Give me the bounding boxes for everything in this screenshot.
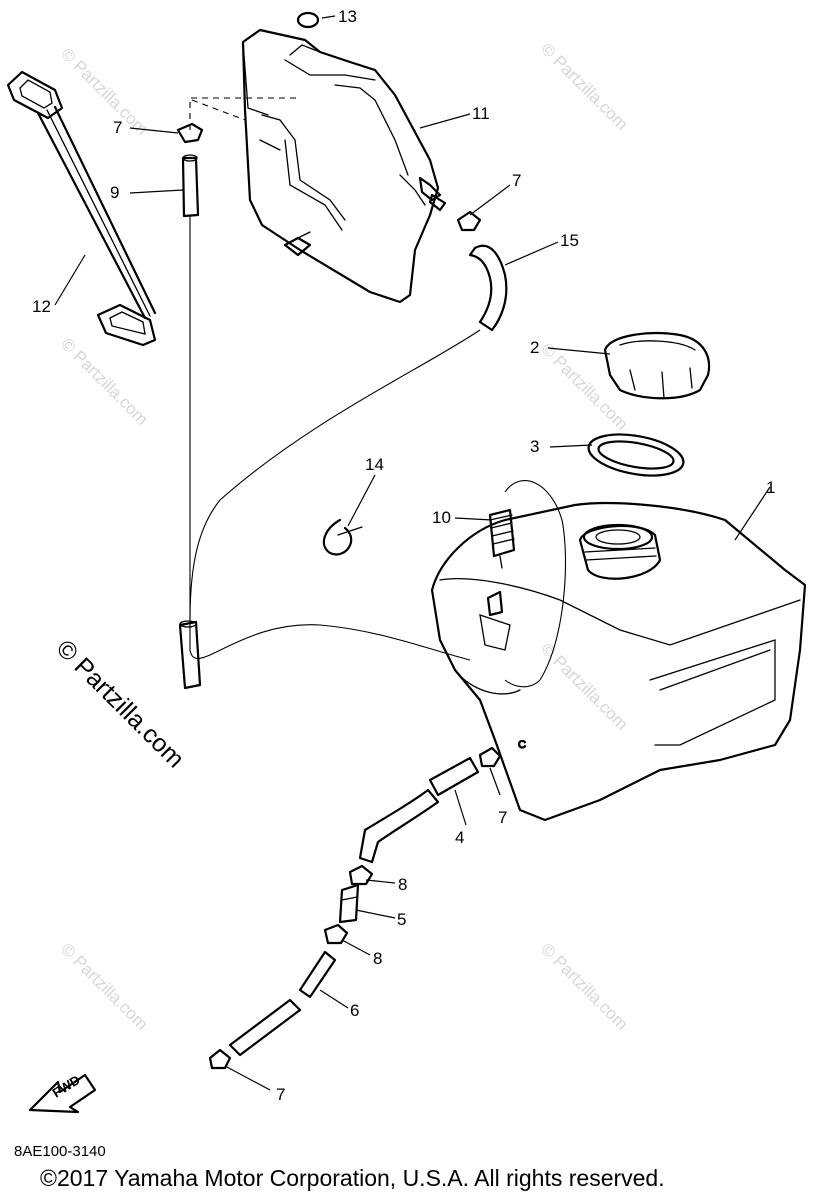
watermark-faint: © Partzilla.com	[537, 939, 631, 1033]
leader-lines	[54, 15, 771, 1091]
watermark-main: © Partzilla.com	[51, 634, 190, 773]
gasket-part-3	[587, 433, 685, 477]
callout-6: 6	[350, 1001, 359, 1020]
watermark-faint: © Partzilla.com	[57, 334, 151, 428]
fuel-tank-part-1: C	[430, 502, 807, 822]
hose-part-9	[181, 154, 200, 218]
callout-4: 4	[455, 828, 464, 847]
vent-line	[504, 480, 567, 688]
reservoir-tank-part-11	[241, 28, 447, 304]
filler-cap-part-2	[603, 332, 711, 400]
reference-line	[191, 99, 246, 121]
clamp-part-7-upper-right	[456, 210, 482, 232]
vent-line-3	[189, 329, 481, 621]
watermark-faint: © Partzilla.com	[57, 939, 151, 1033]
callout-10: 10	[432, 508, 451, 527]
clip-part-14	[322, 518, 363, 556]
callout-12: 12	[32, 297, 51, 316]
breather-part-10	[488, 508, 516, 569]
callout-2: 2	[530, 338, 539, 357]
callout-7-top-right: 7	[512, 171, 521, 190]
callout-7-top-left: 7	[113, 118, 122, 137]
callout-numbers: 13 11 7 9 7 15 12 2 3 1 10 14 4 7 8 5 8 …	[32, 7, 775, 1104]
callout-14: 14	[365, 455, 384, 474]
callout-15: 15	[560, 231, 579, 250]
hose-part-6	[228, 950, 337, 1057]
watermark-faint: © Partzilla.com	[537, 39, 631, 133]
filter-part-5	[338, 883, 360, 924]
clamp-part-7-bottom	[208, 1048, 232, 1070]
clamp-part-8-lower	[323, 923, 349, 945]
callout-7-bottom: 7	[276, 1085, 285, 1104]
callout-5: 5	[397, 910, 406, 929]
callout-9: 9	[110, 183, 119, 202]
callout-3: 3	[530, 437, 539, 456]
copyright-notice: ©2017 Yamaha Motor Corporation, U.S.A. A…	[40, 1165, 665, 1191]
strap-part-12	[6, 70, 157, 347]
diagram-code: 8AE100-3140	[14, 1143, 106, 1160]
watermark-faint: © Partzilla.com	[537, 639, 631, 733]
svg-text:C: C	[518, 739, 526, 751]
clamp-part-7-tank	[478, 746, 502, 768]
callout-11: 11	[472, 104, 490, 123]
callout-8-upper: 8	[398, 875, 407, 894]
callout-1: 1	[766, 478, 775, 497]
callout-8-lower: 8	[373, 949, 382, 968]
cap-part-13	[296, 11, 320, 29]
callout-7-tank: 7	[498, 808, 507, 827]
vent-line-2	[189, 215, 471, 661]
hose-part-4	[358, 756, 480, 864]
vent-hose-end	[178, 620, 202, 690]
watermark-faint: © Partzilla.com	[57, 44, 151, 138]
clamp-part-8-upper	[348, 864, 374, 886]
watermark-group: © Partzilla.com © Partzilla.com © Partzi…	[57, 39, 631, 1033]
fwd-label: FWD	[50, 1072, 83, 1100]
forward-arrow-icon: FWD	[28, 1072, 97, 1114]
hose-part-15	[468, 244, 508, 332]
callout-13: 13	[338, 7, 357, 26]
